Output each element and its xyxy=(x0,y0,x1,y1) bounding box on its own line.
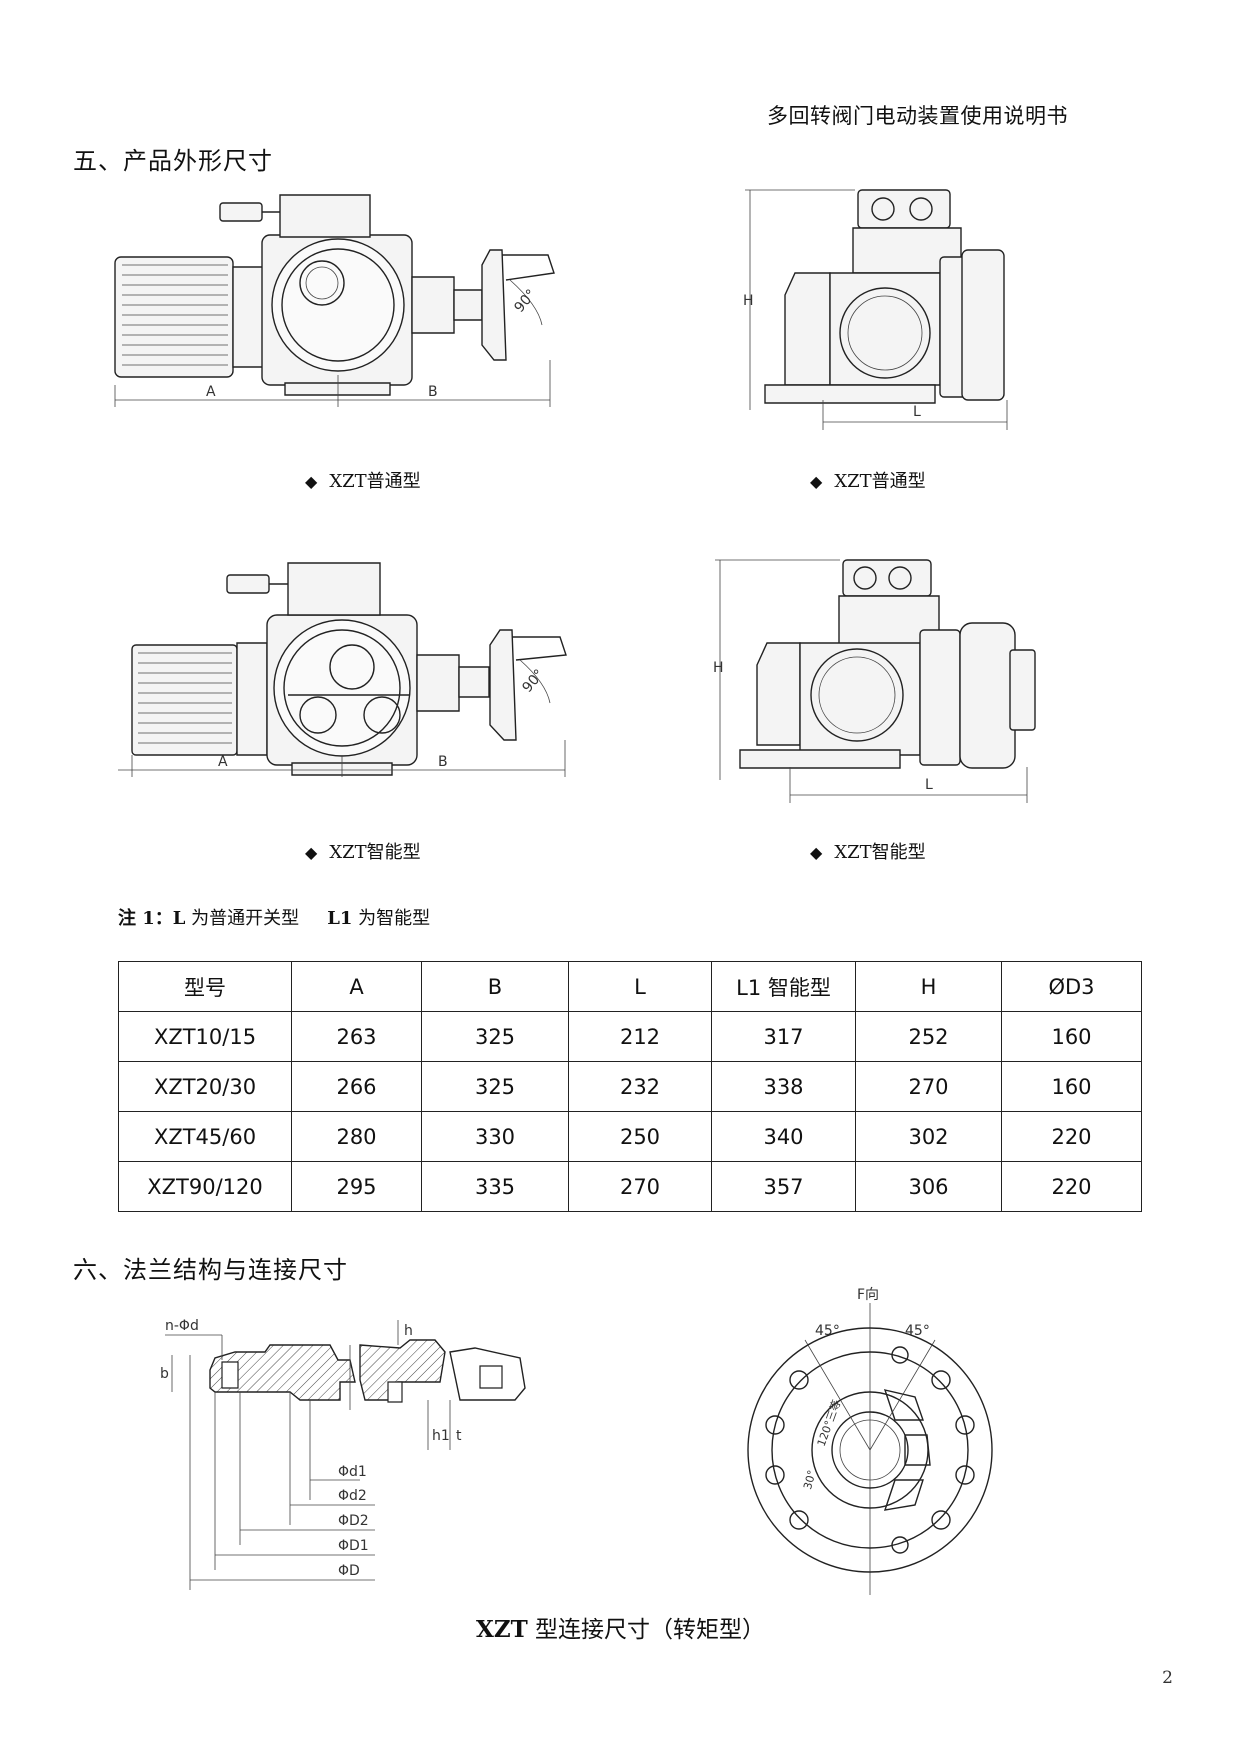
table-cell: XZT45/60 xyxy=(118,1111,292,1162)
dim-label-b: B xyxy=(438,754,448,770)
table-header: L1 智能型 xyxy=(711,961,856,1012)
angle-label: 90° xyxy=(511,286,539,315)
drawing-flange-top-view: F向 45° 45° 120°三等 30° xyxy=(745,1287,995,1600)
drawing-intelligent-side-view: 90° A B xyxy=(110,555,640,830)
table-cell: 252 xyxy=(855,1011,1002,1062)
table-row: XZT90/120 295 335 270 357 306 220 xyxy=(118,1161,1142,1212)
table-cell: 266 xyxy=(291,1061,422,1112)
table-header: H xyxy=(855,961,1002,1012)
caption-standard-front: ◆XZT普通型 xyxy=(810,471,926,492)
table-cell: 263 xyxy=(291,1011,422,1062)
table-header: L xyxy=(568,961,712,1012)
table-cell: 160 xyxy=(1001,1011,1142,1062)
table-cell: 220 xyxy=(1001,1161,1142,1212)
table-cell: 338 xyxy=(711,1061,856,1112)
table-row: XZT20/30 266 325 232 338 270 160 xyxy=(118,1061,1142,1112)
angle-label: 90° xyxy=(519,666,547,695)
dim-label-a: A xyxy=(206,384,216,400)
table-cell: 335 xyxy=(421,1161,569,1212)
caption-intelligent-side: ◆XZT智能型 xyxy=(305,842,421,863)
page-number: 2 xyxy=(1162,1668,1173,1688)
dim-label-l: L xyxy=(913,404,921,420)
table-cell: 280 xyxy=(291,1111,422,1162)
diamond-bullet-icon: ◆ xyxy=(810,472,823,491)
dim-label-phi-D1: ΦD1 xyxy=(338,1538,369,1554)
table-cell: 317 xyxy=(711,1011,856,1062)
diamond-bullet-icon: ◆ xyxy=(810,843,823,862)
table-header: A xyxy=(291,961,422,1012)
angle-45-left-label: 45° xyxy=(815,1323,840,1339)
dim-label-h: h xyxy=(404,1323,413,1339)
drawing-standard-side-view: 90° A B xyxy=(110,185,630,460)
caption-standard-side: ◆XZT普通型 xyxy=(305,471,421,492)
drawing-standard-front-view: H L xyxy=(743,185,1030,460)
table-row: XZT45/60 280 330 250 340 302 220 xyxy=(118,1111,1142,1162)
dim-label-h1: h1 xyxy=(432,1428,450,1444)
table-header: B xyxy=(421,961,569,1012)
caption-intelligent-front: ◆XZT智能型 xyxy=(810,842,926,863)
table-cell: 306 xyxy=(855,1161,1002,1212)
table-header: 型号 xyxy=(118,961,292,1012)
dim-label-phi-D2-big: ΦD2 xyxy=(338,1513,369,1529)
dim-label-h: H xyxy=(713,660,724,676)
table-cell: 330 xyxy=(421,1111,569,1162)
table-cell: 302 xyxy=(855,1111,1002,1162)
dim-label-h: H xyxy=(743,293,754,309)
angle-45-right-label: 45° xyxy=(905,1323,930,1339)
table-cell: 340 xyxy=(711,1111,856,1162)
f-direction-label: F向 xyxy=(857,1287,879,1303)
diamond-bullet-icon: ◆ xyxy=(305,843,318,862)
table-cell: 250 xyxy=(568,1111,712,1162)
table-header-row: 型号 A B L L1 智能型 H ØD3 xyxy=(118,961,1142,1012)
table-cell: 295 xyxy=(291,1161,422,1212)
angle-30-label: 30° xyxy=(801,1469,819,1491)
table-cell: XZT20/30 xyxy=(118,1061,292,1112)
dimensions-table: 型号 A B L L1 智能型 H ØD3 XZT10/15 263 325 2… xyxy=(118,961,1142,1212)
dim-label-n-phi-d: n-Φd xyxy=(165,1318,199,1334)
table-header: ØD3 xyxy=(1001,961,1142,1012)
section-title-dimensions: 五、产品外形尺寸 xyxy=(73,147,273,175)
table-cell: 270 xyxy=(568,1161,712,1212)
dim-label-a: A xyxy=(218,754,228,770)
dim-label-b: B xyxy=(428,384,438,400)
dim-label-l: L xyxy=(925,777,933,793)
table-cell: 325 xyxy=(421,1011,569,1062)
table-cell: 220 xyxy=(1001,1111,1142,1162)
dim-label-t: t xyxy=(456,1428,462,1444)
table-cell: 160 xyxy=(1001,1061,1142,1112)
table-cell: 270 xyxy=(855,1061,1002,1112)
table-cell: 325 xyxy=(421,1061,569,1112)
dim-label-phi-d1: Φd1 xyxy=(338,1464,367,1480)
table-cell: 357 xyxy=(711,1161,856,1212)
drawing-intelligent-front-view: H L xyxy=(713,555,1045,830)
table-row: XZT10/15 263 325 212 317 252 160 xyxy=(118,1011,1142,1062)
drawing-flange-section: Φd1 Φd2 ΦD2 ΦD1 ΦD n-Φd b h h1 t xyxy=(160,1318,610,1590)
document-title: 多回转阀门电动装置使用说明书 xyxy=(767,104,1068,128)
section-title-flange: 六、法兰结构与连接尺寸 xyxy=(73,1256,348,1284)
table-cell: XZT90/120 xyxy=(118,1161,292,1212)
table-cell: XZT10/15 xyxy=(118,1011,292,1062)
dim-label-phi-d2: Φd2 xyxy=(338,1488,367,1504)
diamond-bullet-icon: ◆ xyxy=(305,472,318,491)
table-cell: 212 xyxy=(568,1011,712,1062)
flange-caption: XZT 型连接尺寸（转矩型） xyxy=(475,1616,766,1643)
table-cell: 232 xyxy=(568,1061,712,1112)
dim-label-phi-D: ΦD xyxy=(338,1563,360,1579)
dim-label-b: b xyxy=(160,1366,169,1382)
